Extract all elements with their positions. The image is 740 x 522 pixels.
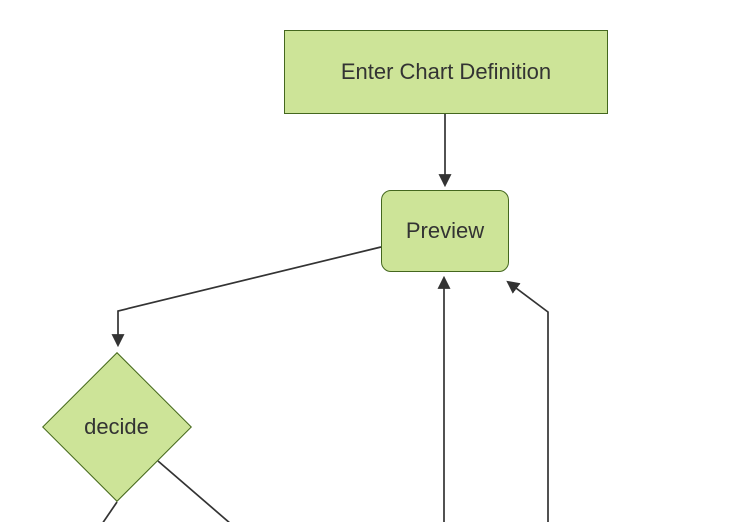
node-preview-label: Preview bbox=[405, 218, 485, 243]
node-enter-chart-definition-label: Enter Chart Definition bbox=[340, 59, 552, 84]
edge-bottom-right-to-preview bbox=[506, 280, 549, 522]
edge-decide-to-bottom-left bbox=[102, 501, 118, 522]
edge-preview-to-decide bbox=[111, 246, 382, 348]
node-decide: decide bbox=[41, 351, 192, 502]
edge-decide-to-bottom-right bbox=[157, 460, 230, 522]
node-preview: Preview bbox=[381, 190, 509, 272]
node-enter-chart-definition: Enter Chart Definition bbox=[284, 30, 608, 114]
node-decide-label: decide bbox=[84, 413, 149, 439]
